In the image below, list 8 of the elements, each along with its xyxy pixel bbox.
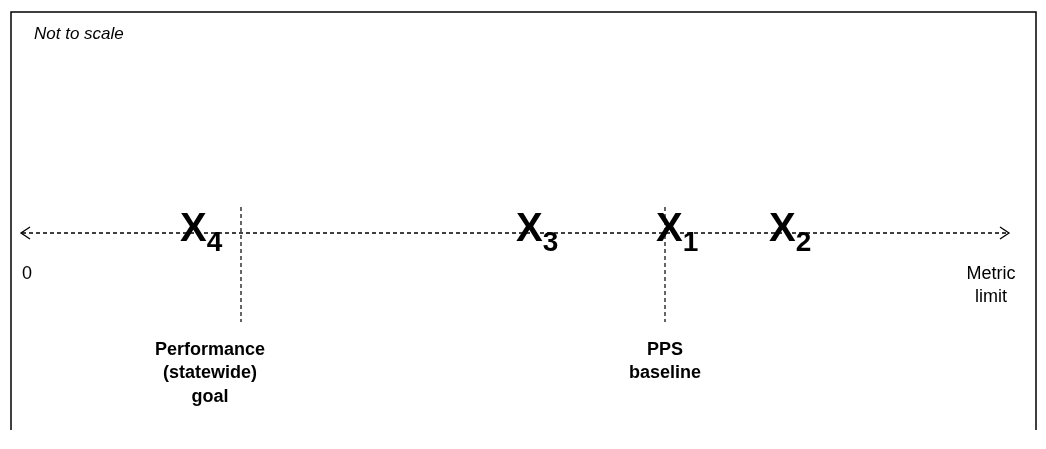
reference-label: PPS baseline	[627, 338, 702, 385]
point-label: X$_{2}$	[769, 207, 812, 256]
point-label: X$_{4}$	[180, 207, 223, 256]
note-text: Not to scale	[34, 23, 124, 45]
axis-end-label: Metric limit	[965, 262, 1017, 309]
axis-end-label: 0	[22, 262, 32, 285]
point-label: X$_{3}$	[516, 207, 559, 256]
reference-label: Performance (statewide) goal	[153, 338, 267, 408]
